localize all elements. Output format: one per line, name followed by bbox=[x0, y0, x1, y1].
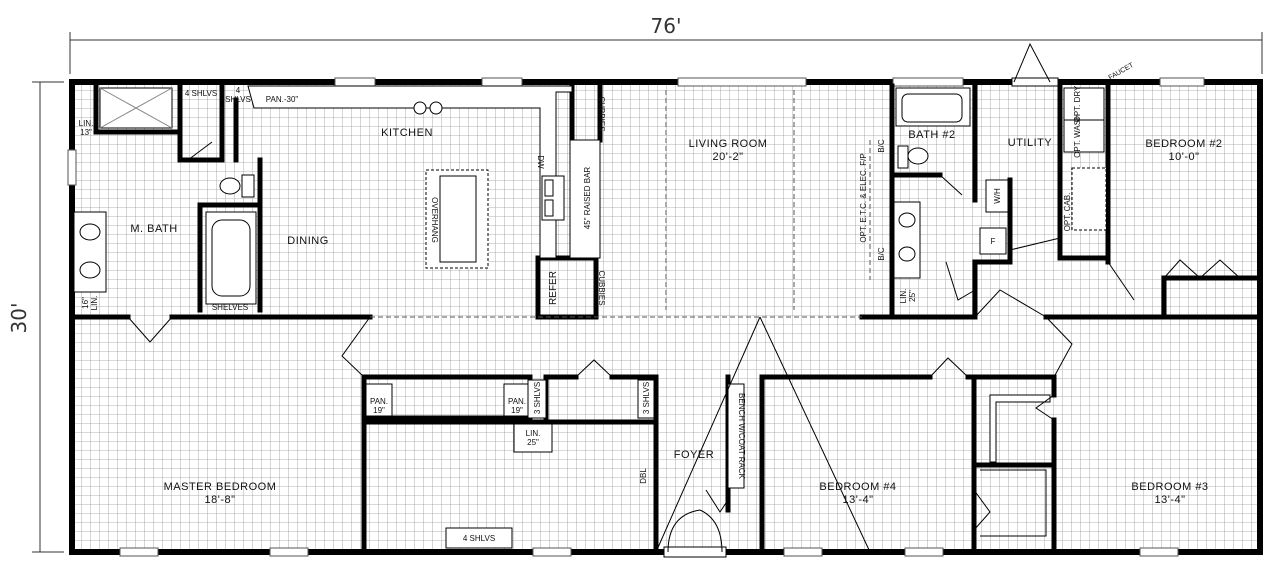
front-door bbox=[663, 509, 727, 558]
room-dining: DINING bbox=[287, 235, 329, 247]
label-water-heater: W/H bbox=[993, 188, 1002, 204]
label-bc-bottom: B/C bbox=[877, 247, 886, 261]
room-bedroom3-size: 13'-4" bbox=[1154, 494, 1185, 506]
room-master-bedroom: MASTER BEDROOM bbox=[164, 481, 277, 493]
label-opt-cab: OPT. CAB. bbox=[1063, 193, 1072, 232]
label-opt-dry: OPT. DRY bbox=[1073, 85, 1082, 122]
label-pan19a: PAN. bbox=[370, 397, 388, 406]
label-dw: DW bbox=[536, 155, 545, 169]
room-foyer: FOYER bbox=[674, 449, 714, 461]
room-bedroom4-size: 13'-4" bbox=[842, 494, 873, 506]
label-lin25-bath-size: 25" bbox=[908, 290, 917, 302]
room-kitchen: KITCHEN bbox=[381, 127, 433, 139]
room-utility: UTILITY bbox=[1008, 137, 1053, 149]
fixtures bbox=[73, 85, 1107, 549]
dimension-depth bbox=[32, 81, 64, 553]
room-bedroom2: BEDROOM #2 bbox=[1145, 138, 1222, 150]
label-pan19b-size: 19" bbox=[511, 406, 523, 415]
label-pan19b: PAN. bbox=[508, 397, 526, 406]
label-4-shlvs-b: SHLVS bbox=[225, 95, 251, 104]
label-3-shlvs-a: 3 SHLVS bbox=[533, 382, 542, 414]
label-4-shlvs-a: 4 SHLVS bbox=[185, 89, 217, 98]
label-lin16: LIN. bbox=[90, 296, 99, 311]
room-bedroom2-size: 10'-0" bbox=[1168, 151, 1199, 163]
dimension-width bbox=[69, 32, 1263, 74]
label-4-shlvs-c: 4 SHLVS bbox=[463, 534, 495, 543]
door-swings bbox=[127, 141, 1241, 553]
room-living-size: 20'-2" bbox=[712, 151, 743, 163]
label-bench: BENCH W/COAT RACK bbox=[737, 393, 746, 480]
label-furnace: F bbox=[991, 237, 996, 246]
label-bc-top: B/C bbox=[877, 139, 886, 153]
label-lin25-hall: LIN. bbox=[526, 429, 541, 438]
label-cubbies-top: CUBBIES bbox=[597, 96, 606, 131]
label-overhang: OVERHANG bbox=[430, 197, 439, 243]
room-living: LIVING ROOM bbox=[689, 138, 768, 150]
dashed-lines bbox=[370, 90, 871, 318]
label-raised-bar: 45" RAISED BAR bbox=[583, 167, 592, 230]
label-refer: REFER bbox=[548, 271, 559, 305]
label-lin25-hall-size: 25" bbox=[527, 438, 539, 447]
label-lin16-size: 16" bbox=[81, 297, 90, 309]
label-opt-etc: OPT. E.T.C. & ELEC. F/P bbox=[859, 153, 868, 242]
interior-walls bbox=[69, 79, 1263, 555]
width-label: 76' bbox=[651, 14, 682, 38]
label-opt-wash: OPT. WASH bbox=[1073, 114, 1082, 158]
label-lin13-size: 13" bbox=[80, 128, 92, 137]
depth-label: 30' bbox=[7, 303, 31, 334]
label-3-shlvs-b: 3 SHLVS bbox=[642, 382, 651, 414]
label-lin25-bath: LIN. bbox=[899, 289, 908, 304]
label-pan30: PAN.-30" bbox=[266, 95, 299, 104]
label-shelves: SHELVES bbox=[212, 303, 248, 312]
label-dbl: DBL bbox=[639, 468, 648, 484]
room-bedroom3: BEDROOM #3 bbox=[1131, 481, 1208, 493]
room-master-bath: M. BATH bbox=[130, 223, 177, 235]
room-bedroom4: BEDROOM #4 bbox=[819, 481, 896, 493]
room-master-bedroom-size: 18'-8" bbox=[204, 494, 235, 506]
label-lin13: LIN. bbox=[79, 119, 94, 128]
label-cubbies-bottom: CUBBIES bbox=[597, 270, 606, 305]
label-pan19a-size: 19" bbox=[373, 406, 385, 415]
label-faucet: FAUCET bbox=[1108, 62, 1136, 82]
label-4-shlvs-b-num: 4 bbox=[236, 86, 241, 95]
room-bath2: BATH #2 bbox=[908, 129, 955, 141]
back-door bbox=[1011, 42, 1059, 87]
windows bbox=[67, 77, 1205, 557]
